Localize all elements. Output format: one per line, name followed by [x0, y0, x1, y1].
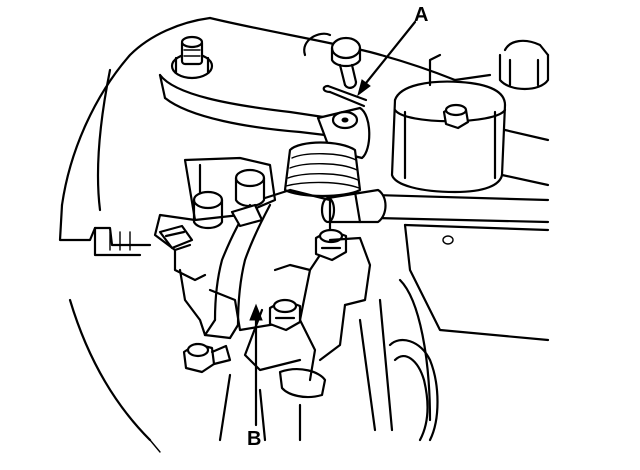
cap-nut-left [192, 190, 224, 230]
callout-label-b: B [247, 428, 262, 450]
callout-label-a: A [414, 4, 429, 26]
shift-lever-body [203, 188, 332, 382]
cap-nut-upper [234, 168, 266, 208]
shift-cable [320, 188, 550, 224]
cotter-pin [322, 84, 368, 108]
clevis-pin-head [303, 32, 362, 89]
right-lower-plate [403, 223, 550, 342]
upper-bracket-arm [158, 16, 457, 137]
engine-housing-left [58, 16, 212, 453]
bracket-clip-mid [230, 203, 264, 228]
lower-transmission-case [218, 236, 432, 442]
round-flange [388, 338, 439, 442]
hex-bolt-lower-center [268, 298, 302, 332]
far-right-components [428, 39, 550, 187]
callout-arrow-b [249, 303, 263, 427]
rubber-boot [283, 141, 362, 198]
hex-bolt-center [314, 228, 348, 262]
hex-bolt-upper-left [170, 35, 214, 80]
hex-bolt-right-housing [442, 103, 470, 130]
callout-arrow-a [357, 20, 417, 97]
hex-bolt-lower-left [182, 342, 232, 374]
right-cylinder-housing [390, 80, 507, 194]
bracket-clip-left [158, 224, 194, 250]
